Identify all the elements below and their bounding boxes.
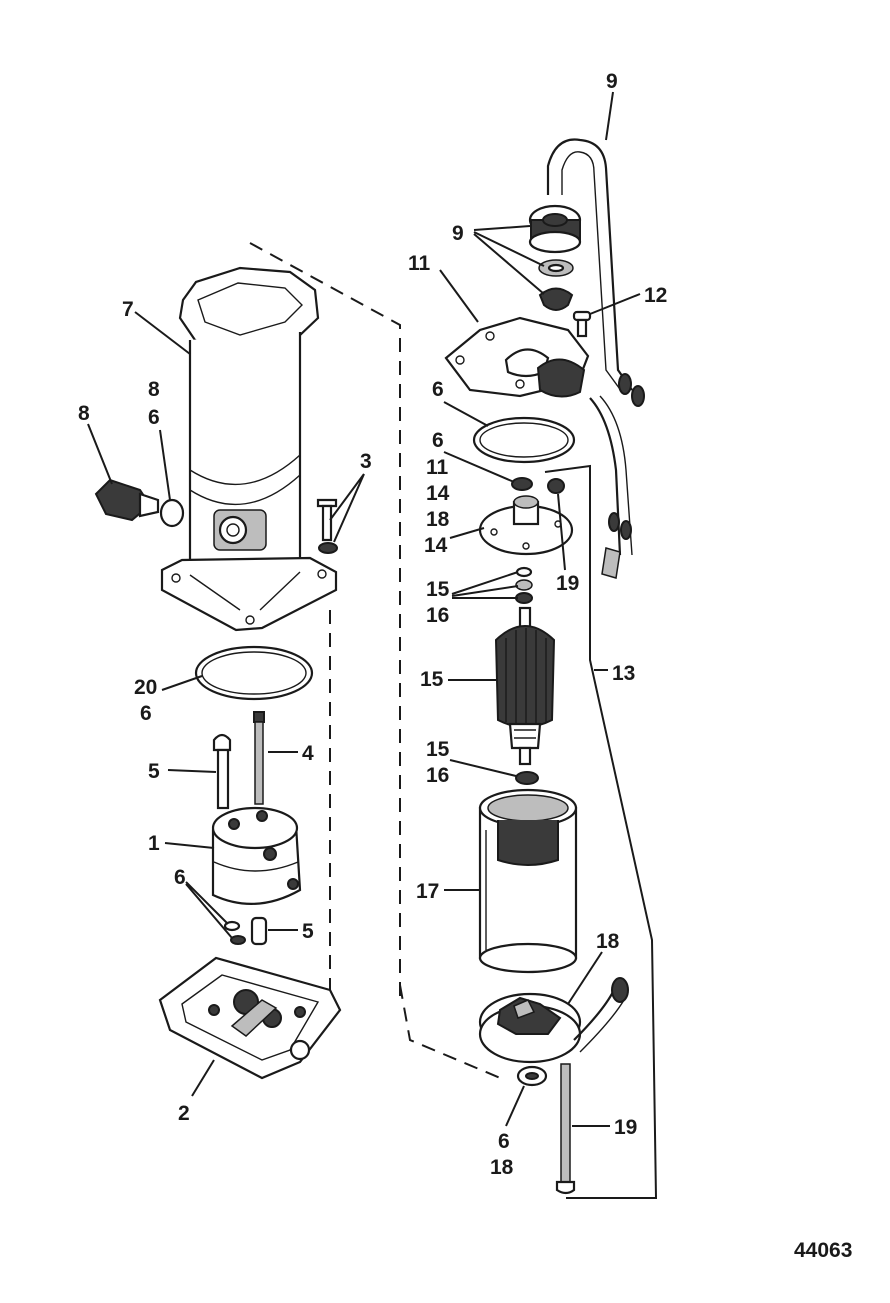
callout-3: 3 [360, 450, 372, 473]
callout-8: 8 [78, 402, 90, 425]
callout-18: 18 [596, 930, 620, 953]
callout-6-b: 6 [174, 866, 186, 889]
callout-13: 13 [612, 662, 635, 685]
small-o-ring-a [223, 920, 241, 932]
plug-o-ring [159, 498, 185, 528]
callout-15: 15 [420, 668, 444, 691]
callout-6-stack-4: 18 [426, 508, 450, 531]
callout-15-16-top-1: 15 [426, 578, 450, 601]
motor-frame [478, 788, 578, 974]
callout-6-18-1: 6 [498, 1130, 510, 1153]
motor-lead-wire [589, 395, 633, 579]
callout-8-6-line1: 8 [148, 378, 160, 401]
callout-15-16-low-2: 16 [426, 764, 449, 787]
callout-6-18-2: 18 [490, 1156, 514, 1179]
callout-15-16-top-2: 16 [426, 604, 449, 627]
cover-screw [572, 310, 592, 338]
reservoir-o-ring [194, 645, 314, 701]
callout-7: 7 [122, 298, 134, 321]
motor-cable [546, 138, 645, 407]
bearing-plate [478, 495, 574, 556]
callout-8-6-line2: 6 [148, 406, 160, 429]
pump-base [158, 956, 342, 1080]
armature [494, 606, 556, 766]
callout-14: 14 [424, 534, 448, 557]
small-o-ring-b [230, 935, 246, 945]
armature-washer [515, 771, 539, 785]
brush-plate [478, 977, 629, 1064]
through-bolt [555, 1063, 576, 1195]
brush-nut [547, 478, 565, 494]
callout-6-stack-1: 6 [432, 429, 444, 452]
shaft-seal [511, 477, 533, 491]
callout-15-16-low-1: 15 [426, 738, 450, 761]
long-screw [212, 733, 232, 810]
mount-screw [316, 498, 338, 554]
grommet-bushing [538, 287, 574, 311]
grommet-washer-inner [547, 263, 565, 273]
callout-5-low: 5 [302, 920, 314, 943]
callout-19-top: 19 [556, 572, 579, 595]
stud [253, 711, 265, 805]
motor-end-cover [444, 316, 590, 398]
callout-4: 4 [302, 742, 314, 765]
leader-lines [87, 91, 641, 1127]
fill-plug [94, 478, 160, 522]
thrust-washer-3 [515, 592, 533, 604]
callout-9-top: 9 [606, 70, 618, 93]
thrust-washer-2 [515, 579, 533, 591]
callout-9-mid: 9 [452, 222, 464, 245]
callout-1: 1 [148, 832, 160, 855]
pump-body [211, 806, 302, 905]
cable-grommet [528, 204, 582, 254]
figure-id: 44063 [794, 1239, 852, 1262]
cover-o-ring [472, 416, 576, 464]
thrust-washer-1 [515, 566, 533, 578]
callout-5-top: 5 [148, 760, 160, 783]
callout-6-stack-3: 14 [426, 482, 450, 505]
reservoir-housing [160, 266, 338, 632]
callout-2: 2 [178, 1102, 190, 1125]
callout-20-6-2: 6 [140, 702, 152, 725]
callout-labels: 9 9 11 12 7 8 8 6 3 6 6 11 14 18 14 19 1… [78, 70, 667, 1179]
callout-17: 17 [416, 880, 439, 903]
dowel-pin [250, 916, 268, 946]
callout-6-stack-2: 11 [426, 456, 449, 479]
assembly-guide-dashed-lines [249, 242, 506, 1081]
bracket-13 [544, 464, 658, 1199]
callout-12: 12 [644, 284, 667, 307]
callout-19-low: 19 [614, 1116, 637, 1139]
callout-11-top: 11 [408, 252, 431, 275]
callout-20-6-1: 20 [134, 676, 157, 699]
callout-6-a: 6 [432, 378, 444, 401]
